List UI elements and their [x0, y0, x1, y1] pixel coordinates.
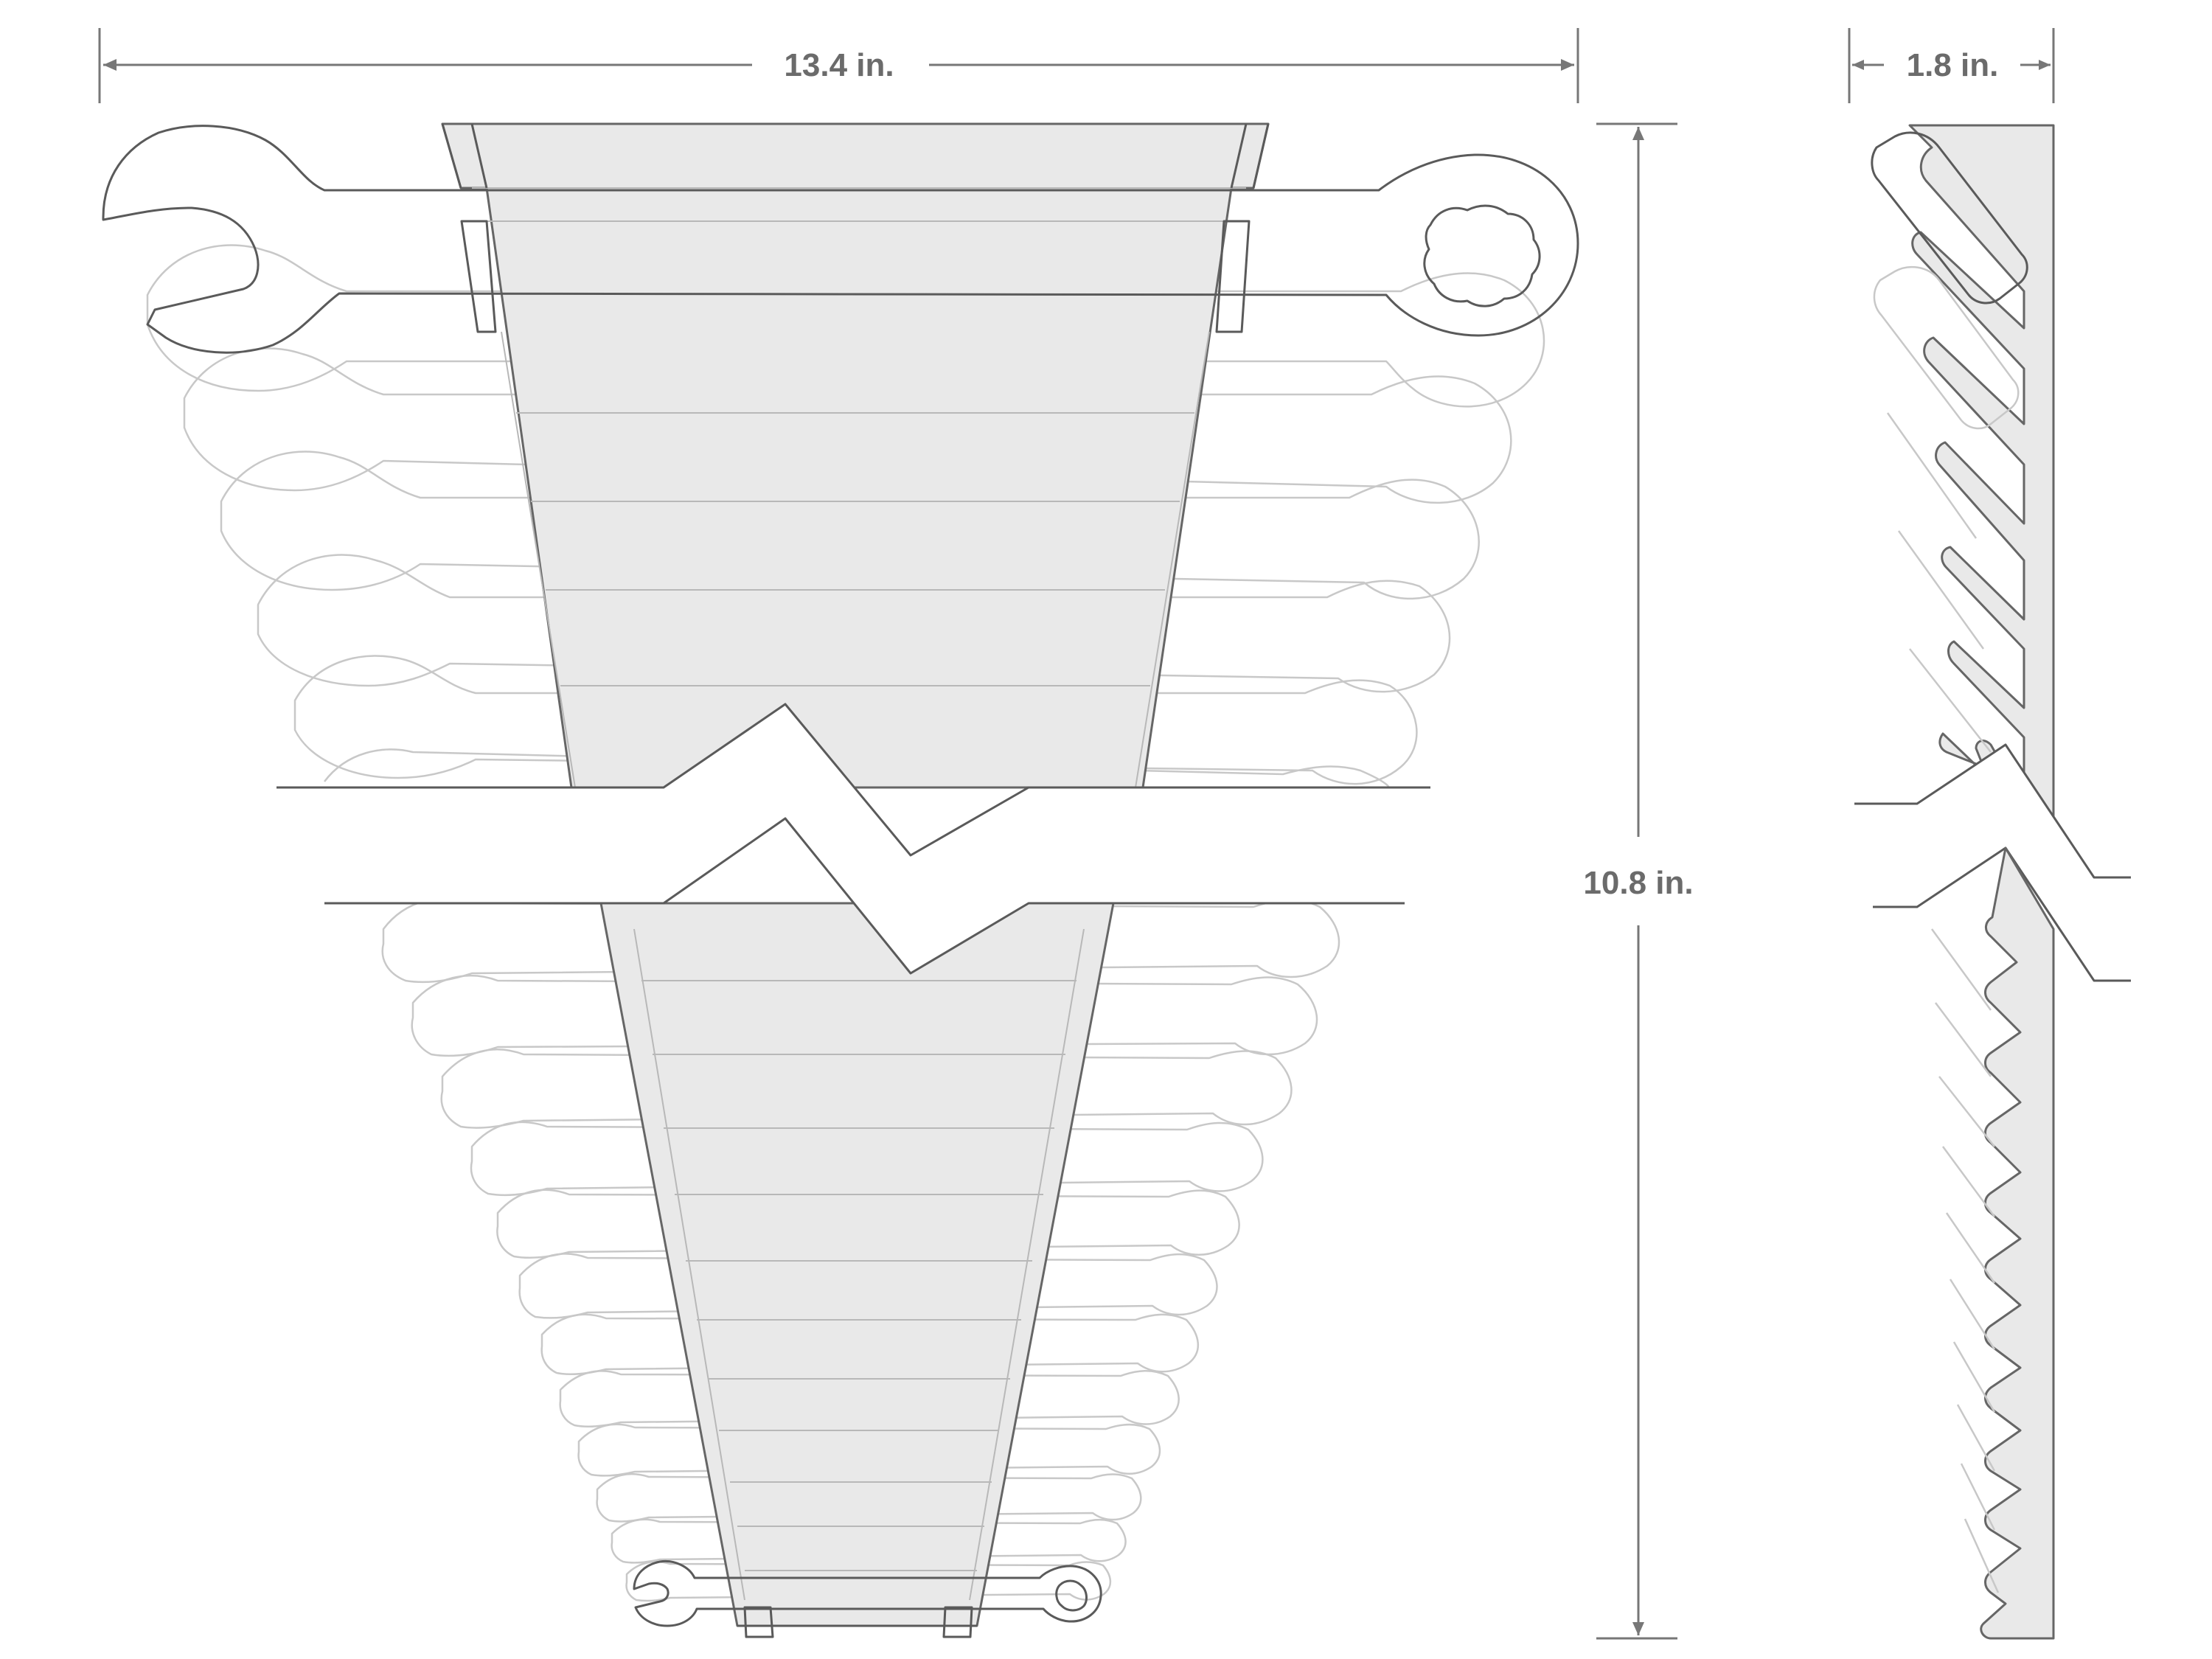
rack-side-lower — [1930, 846, 2055, 1640]
depth-label: 1.8 in. — [1907, 47, 1999, 83]
depth-dimension: 1.8 in. — [1848, 28, 2055, 103]
largest-wrench — [102, 125, 1579, 354]
width-label: 13.4 in. — [784, 47, 894, 83]
width-dimension: 13.4 in. — [98, 28, 1579, 103]
rack-front-upper — [441, 122, 1270, 789]
side-view: 1.8 in. — [1848, 28, 2131, 1640]
rack-front-lower — [599, 902, 1115, 1638]
height-dimension: 10.8 in. — [1583, 122, 1694, 1640]
front-view: 13.4 in. 10.8 in. — [98, 28, 1694, 1640]
ghost-wrenches-upper — [146, 244, 1545, 1602]
break-band-front — [273, 703, 1430, 975]
height-label: 10.8 in. — [1583, 865, 1693, 901]
rack-side-upper — [1871, 124, 2055, 857]
break-band-side — [1854, 743, 2131, 982]
smallest-wrench — [633, 1559, 1102, 1627]
